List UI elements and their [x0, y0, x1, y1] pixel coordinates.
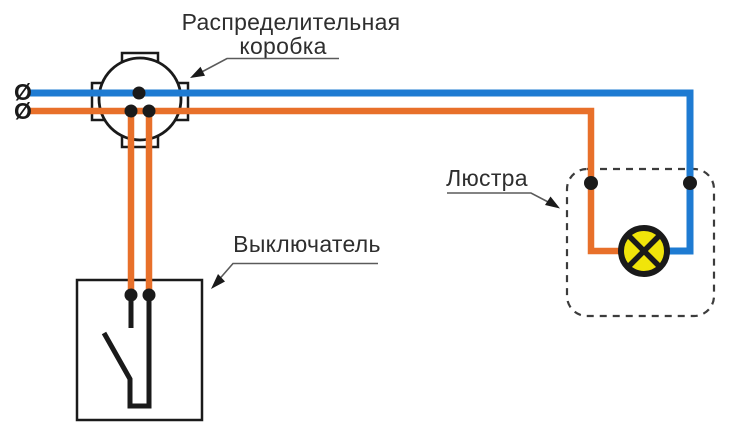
- wire-end-icon-bottom: Ø: [14, 98, 32, 124]
- connection-dot-chandelier-neutral: [683, 176, 697, 190]
- label-switch: Выключатель: [233, 231, 381, 257]
- leader-arrowhead-junction-box: [190, 66, 205, 78]
- lamp-cross-line-2: [626, 233, 662, 269]
- connection-dot-switch-left: [124, 288, 138, 302]
- connection-dots: [124, 86, 697, 302]
- leader-arrowhead-chandelier: [545, 196, 560, 209]
- connection-dot-neutral-junction: [132, 86, 146, 100]
- connection-dot-phase-left: [124, 104, 138, 118]
- label-junction-box-line2: коробка: [239, 33, 326, 59]
- label-chandelier: Люстра: [446, 165, 528, 191]
- switch-box-outline: [75, 278, 204, 422]
- label-chandelier-group: Люстра: [446, 165, 560, 209]
- label-junction-box-line1: Распределительная: [182, 9, 401, 35]
- junction-box: [90, 51, 190, 149]
- wire-end-icon-top: Ø: [14, 79, 32, 105]
- leader-switch: [215, 262, 378, 284]
- neutral-wire-blue: [30, 89, 694, 255]
- connection-dot-phase-right: [142, 104, 156, 118]
- label-switch-group: Выключатель: [211, 231, 381, 289]
- switch-box: [75, 278, 204, 422]
- switch-blade-symbol: [101, 297, 152, 409]
- leader-arrowhead-switch: [211, 274, 225, 289]
- leader-junction-box: [195, 57, 339, 76]
- connection-dot-chandelier-phase: [584, 176, 598, 190]
- label-junction-box-group: Распределительная коробка: [182, 9, 401, 78]
- connection-dot-switch-right: [142, 288, 156, 302]
- lamp-icon: [618, 225, 670, 277]
- leader-chandelier: [447, 192, 553, 205]
